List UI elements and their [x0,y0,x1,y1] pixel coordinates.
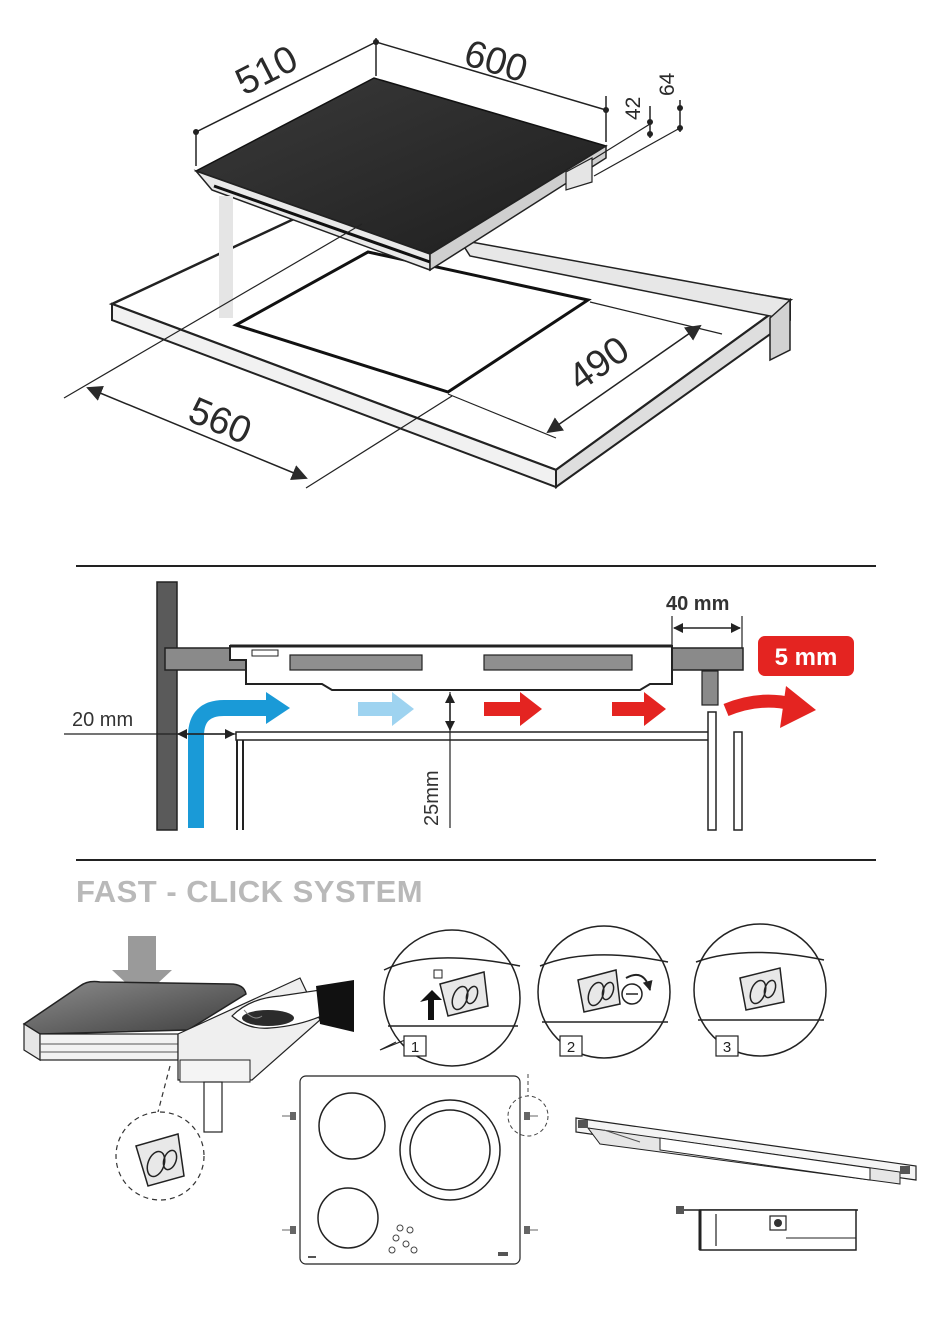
cooking-zone-bottom-left [317,1187,379,1249]
airflow-blue-arrow [188,700,268,828]
wall [156,581,178,831]
cabinet-shelf [235,731,715,741]
gap-25mm-label: 25mm [421,770,443,826]
clearance-badge: 5 mm [758,636,854,676]
gap-40mm-label: 40 mm [666,593,729,615]
airflow-light-blue-arrow [358,692,414,726]
ventilation-cross-section: 25mm 20 mm 40 mm 5 mm [64,581,854,831]
dim-600-label: 600 [459,32,532,91]
control-dots [388,1224,418,1254]
fast-click-step-1: 1 [379,929,521,1067]
airflow-red-arrow-2 [612,692,666,726]
step-2-label: 2 [567,1039,575,1056]
cooking-zone-large [399,1099,501,1201]
fast-click-step-3: 3 [693,923,827,1057]
airflow-red-arrow-1 [484,692,542,726]
step-3-label: 3 [723,1039,731,1056]
dimension-42-64: 42 64 [591,72,683,177]
hob-top-view [282,1074,549,1265]
hob-install-illustration [22,936,354,1201]
countertop-cutout [232,250,592,394]
hob-appliance [193,77,608,272]
rear-support [701,670,719,706]
airflow-exit-arrow [723,694,794,717]
fast-click-step-2: 2 [537,925,671,1059]
dim-42-label: 42 [622,97,645,120]
fast-click-title: FAST - CLICK SYSTEM [76,874,423,909]
cooking-zone-top-left [318,1092,386,1160]
dim-510-label: 510 [229,38,305,104]
hob-side-profile [575,1117,917,1185]
clearance-badge-label: 5 mm [775,644,838,671]
gap-20mm-label: 20 mm [72,709,133,731]
clip-closeup [676,1206,858,1251]
dim-560-label: 560 [182,390,257,453]
dim-64-label: 64 [656,72,679,96]
hob-3d-view: 510 600 42 64 560 [63,32,794,489]
step-1-label: 1 [411,1039,419,1056]
